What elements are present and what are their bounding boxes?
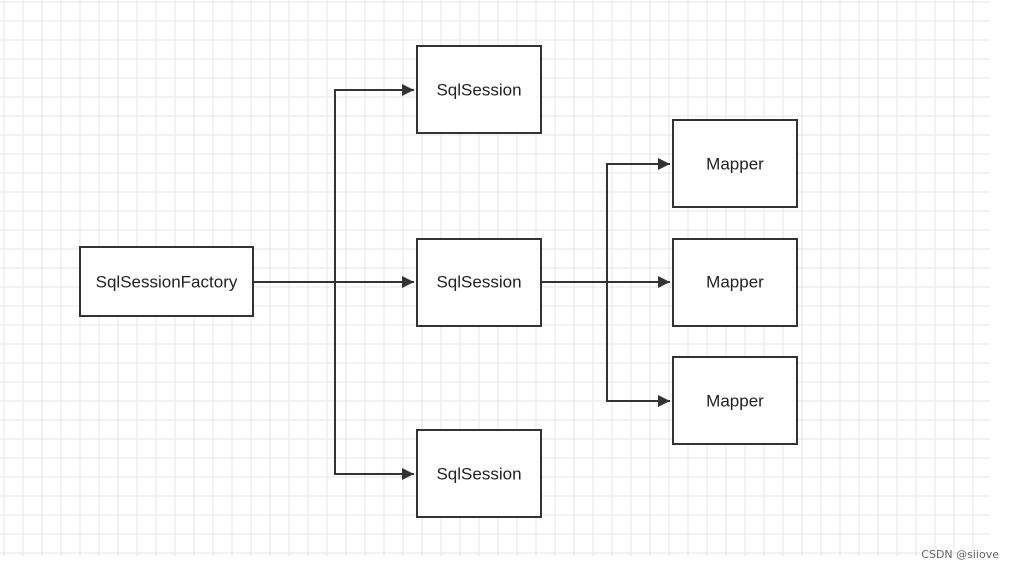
node-mapper3-label: Mapper: [706, 392, 764, 411]
node-factory-label: SqlSessionFactory: [96, 273, 238, 292]
node-session2: SqlSession: [416, 238, 542, 327]
edge-factory-to-session3: [254, 281, 414, 480]
node-mapper1: Mapper: [672, 119, 798, 208]
node-session1: SqlSession: [416, 45, 542, 134]
node-session1-label: SqlSession: [436, 81, 521, 100]
node-session3: SqlSession: [416, 429, 542, 518]
edge-factory-to-session1: [254, 84, 414, 283]
node-mapper3: Mapper: [672, 356, 798, 445]
watermark: CSDN @siiove: [921, 548, 999, 561]
node-mapper1-label: Mapper: [706, 155, 764, 174]
node-mapper2: Mapper: [672, 238, 798, 327]
node-session2-label: SqlSession: [436, 273, 521, 292]
edges: [254, 84, 670, 480]
node-mapper2-label: Mapper: [706, 273, 764, 292]
node-session3-label: SqlSession: [436, 465, 521, 484]
node-factory: SqlSessionFactory: [79, 246, 254, 317]
edge-session2-to-mapper1: [542, 158, 670, 283]
edge-session2-to-mapper3: [542, 281, 670, 407]
